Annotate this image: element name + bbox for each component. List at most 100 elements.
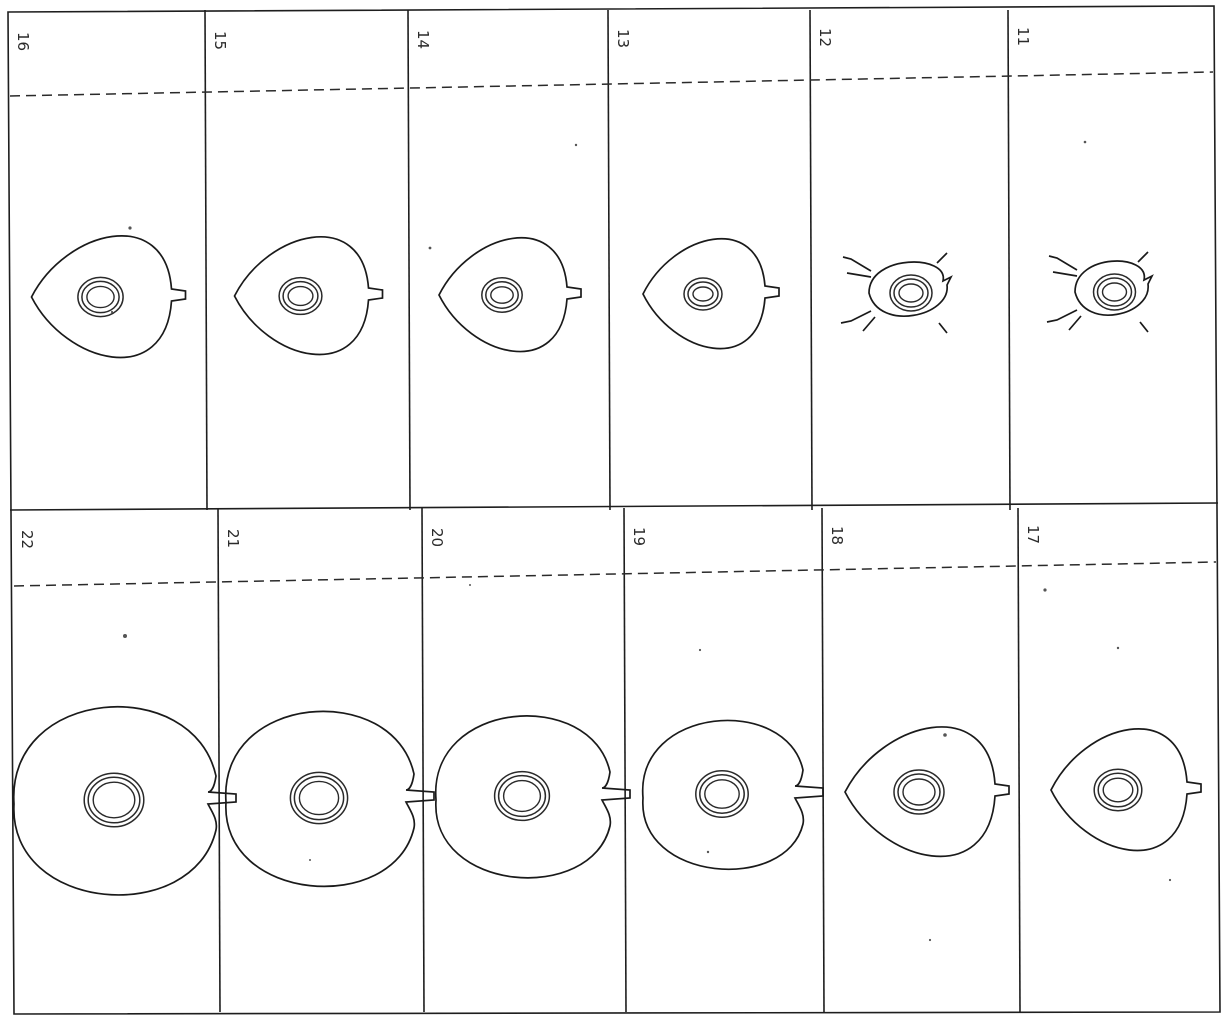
core-outer-ring xyxy=(78,277,123,316)
speck xyxy=(128,226,131,229)
fruit-section xyxy=(226,711,434,886)
core-inner-ring xyxy=(1103,778,1133,802)
speck xyxy=(1043,588,1046,591)
core-outer-ring xyxy=(1094,769,1142,811)
sepal xyxy=(1047,310,1081,330)
core-inner-ring xyxy=(504,781,541,812)
core-middle-ring xyxy=(294,776,343,819)
core-middle-ring xyxy=(88,777,140,823)
panel-stage-11: 11 xyxy=(1014,27,1152,332)
column-divider xyxy=(822,508,824,1012)
fruit-outline xyxy=(436,716,630,878)
sepal xyxy=(937,253,947,333)
core-inner-ring xyxy=(299,781,338,814)
speck xyxy=(707,851,709,853)
sepal xyxy=(841,311,875,331)
fruit-section xyxy=(841,253,951,333)
fruit-outline xyxy=(226,711,434,886)
speck xyxy=(943,733,947,737)
panel-stage-19: 19 xyxy=(630,527,823,869)
speck xyxy=(1084,141,1087,144)
panel-number: 11 xyxy=(1014,27,1032,46)
core-middle-ring xyxy=(499,776,546,817)
panel-stage-21: 21 xyxy=(224,529,434,886)
core-outer-ring xyxy=(1094,274,1136,310)
sheet-border xyxy=(8,6,1220,1014)
fruit-section xyxy=(1051,729,1201,851)
core-outer-ring xyxy=(684,278,722,310)
speck xyxy=(1117,647,1119,649)
fruit-outline xyxy=(439,238,581,352)
core-inner-ring xyxy=(87,286,114,307)
core-inner-ring xyxy=(491,287,513,303)
speck xyxy=(699,649,701,651)
panel-stage-18: 18 xyxy=(828,526,1009,856)
speck xyxy=(929,939,931,941)
row-divider xyxy=(10,503,1218,510)
column-divider xyxy=(1008,10,1010,510)
fruit-outline xyxy=(1051,729,1201,851)
core-inner-ring xyxy=(705,780,739,808)
speck xyxy=(123,634,127,638)
panel-number: 21 xyxy=(224,529,242,548)
panel-number: 13 xyxy=(614,29,632,48)
fruit-outline xyxy=(643,720,823,869)
core-outer-ring xyxy=(894,770,944,814)
core-inner-ring xyxy=(693,287,713,301)
panel-stage-12: 12 xyxy=(816,28,951,333)
fruit-section xyxy=(643,720,823,869)
core-inner-ring xyxy=(288,287,313,306)
speck xyxy=(469,584,471,586)
core-outer-ring xyxy=(482,278,522,312)
panel-number: 12 xyxy=(816,28,834,47)
core-inner-ring xyxy=(93,782,135,818)
fruit-outline xyxy=(235,237,383,355)
core-inner-ring xyxy=(1103,283,1127,301)
fruit-section xyxy=(436,716,630,878)
panel-number: 15 xyxy=(211,31,229,50)
column-divider xyxy=(1018,508,1020,1012)
column-divider xyxy=(810,10,812,510)
column-divider xyxy=(408,10,410,510)
core-inner-ring xyxy=(899,284,923,302)
panel-number: 17 xyxy=(1024,525,1042,544)
sepal xyxy=(1138,252,1148,332)
panel-stage-16: 16 xyxy=(14,32,186,357)
speck xyxy=(111,311,113,313)
fruit-outline xyxy=(32,236,186,358)
panel-number: 18 xyxy=(828,526,846,545)
core-outer-ring xyxy=(279,278,322,315)
column-divider xyxy=(205,10,207,510)
speck xyxy=(429,247,432,250)
fruit-section xyxy=(845,727,1009,856)
panel-stage-13: 13 xyxy=(614,29,779,349)
panel-grid-frame xyxy=(8,6,1220,1014)
panel-number: 14 xyxy=(414,30,432,49)
panel-stage-17: 17 xyxy=(1024,525,1201,850)
fruit-section xyxy=(1047,252,1152,332)
fruit-outline xyxy=(14,707,236,895)
column-divider xyxy=(624,508,626,1012)
fruit-outline xyxy=(1075,261,1152,315)
sepal xyxy=(843,257,871,277)
fruit-section xyxy=(32,236,186,358)
core-outer-ring xyxy=(696,771,748,817)
core-outer-ring xyxy=(890,275,932,311)
panel-stage-14: 14 xyxy=(414,30,581,352)
core-middle-ring xyxy=(700,775,744,813)
speck xyxy=(1169,879,1171,881)
core-outer-ring xyxy=(495,772,550,821)
fruit-outline xyxy=(845,727,1009,856)
panel-number: 20 xyxy=(428,528,446,547)
panel-number: 19 xyxy=(630,527,648,546)
fruit-section xyxy=(439,238,581,352)
dashed-reference-line xyxy=(14,562,1216,586)
dashed-reference-line xyxy=(10,72,1213,96)
core-inner-ring xyxy=(903,779,935,805)
sepal xyxy=(1049,256,1077,276)
fruit-section xyxy=(643,239,779,349)
fruit-section xyxy=(235,237,383,355)
panel-number: 16 xyxy=(14,32,32,51)
